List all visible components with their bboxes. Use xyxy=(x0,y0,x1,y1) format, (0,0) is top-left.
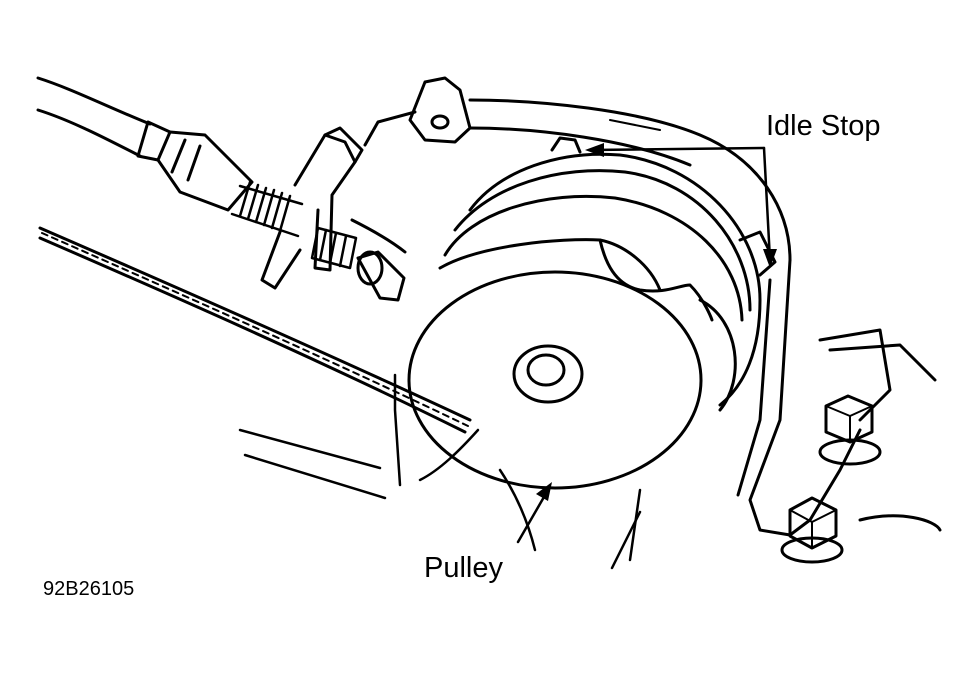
idle-stop-leader xyxy=(585,143,777,268)
pulley-body xyxy=(407,136,777,490)
cable-adjuster-thread xyxy=(230,180,358,270)
mounting-bracket xyxy=(736,258,942,537)
idle-stop-label: Idle Stop xyxy=(766,110,881,142)
pulley-leader xyxy=(516,482,552,544)
figure-id: 92B26105 xyxy=(43,578,135,600)
cable-bracket xyxy=(260,110,417,290)
drive-belt xyxy=(38,226,472,434)
hex-bolt-lower xyxy=(780,496,844,564)
cable-end xyxy=(356,250,406,302)
hex-bolt-upper xyxy=(818,394,882,466)
throttle-cable xyxy=(36,76,254,212)
upper-bracket xyxy=(408,76,792,262)
engine-block-outline xyxy=(238,373,642,570)
pulley-label: Pulley xyxy=(424,552,503,584)
